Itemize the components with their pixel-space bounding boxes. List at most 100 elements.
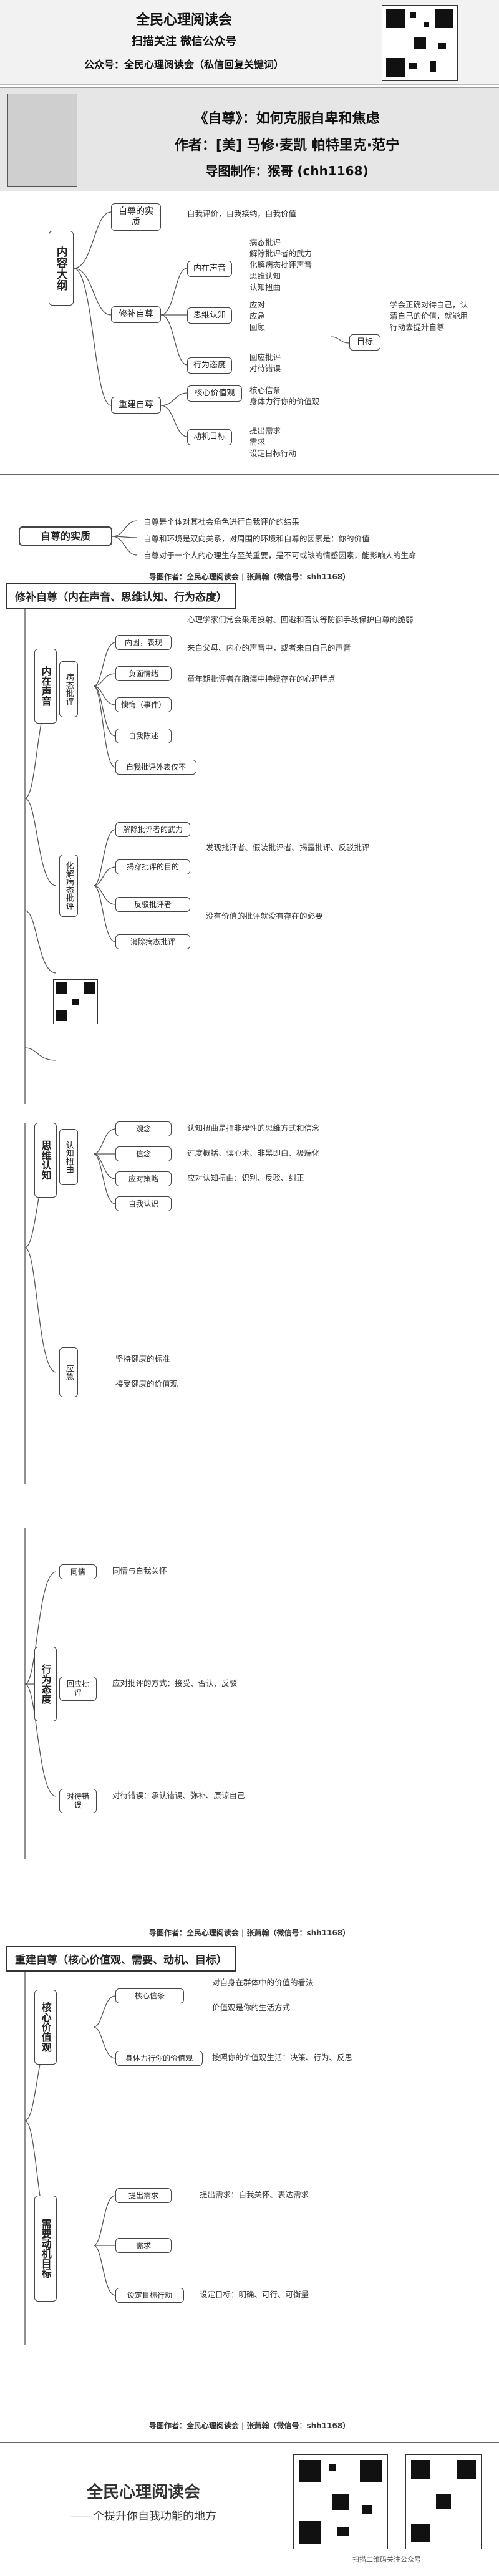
leaf-motive-1: 需求	[250, 437, 266, 447]
cog-text-5: 接受健康的价值观	[115, 1379, 178, 1388]
fix-item2-2: 反驳批评者	[115, 897, 190, 913]
behav-text-3: 对待错误：承认错误、弥补、原谅自己	[112, 1791, 245, 1800]
bottom-slogan-1: 全民心理阅读会	[86, 2483, 200, 2502]
leaf-behav-1: 对待错误	[250, 364, 281, 373]
node-core: 核心价值观	[187, 385, 242, 402]
leaf-inner-0: 病态批评	[250, 238, 281, 247]
book-authors: 作者：[美] 马修·麦凯 帕特里克·范宁	[174, 138, 400, 153]
book-cover-image	[7, 94, 77, 187]
behav-text-1: 同情与自我关怀	[112, 1566, 167, 1576]
cog-item-2: 应对策略	[115, 1171, 172, 1187]
bottom-slogan-2: ——个提升你自我功能的地方	[70, 2510, 216, 2523]
fix-col: 内在声音	[34, 649, 57, 724]
behav-text-2: 应对批评的方式：接受、否认、反驳	[112, 1678, 238, 1688]
fix-item2-1: 揭穿批评的目的	[115, 859, 190, 875]
essence-text-3: 自尊对于一个人的心理生存至关重要，是不可或缺的情感因素，能影响人的生命	[143, 551, 417, 560]
behav-sub2: 对待错误	[59, 1789, 97, 1813]
rebuild-text-2: 价值观是你的生活方式	[212, 2003, 291, 2012]
leaf-cog-1: 应急	[250, 311, 266, 321]
node-fix: 修补自尊	[111, 306, 161, 323]
divider	[0, 474, 499, 475]
fix-sub1: 病态批评	[59, 661, 78, 717]
goal-text: 学会正确对待自己，认清自己的价值，就能用行动去提升自尊	[390, 300, 468, 332]
leaf-inner-1: 解除批评者的武力	[250, 249, 312, 258]
fix-section-title: 修补自尊（内在声音、思维认知、行为态度）	[6, 583, 236, 609]
rebuild-item1-1: 身体力行你的价值观	[115, 2051, 203, 2066]
node-behav: 行为态度	[187, 357, 232, 374]
fix-text-5: 没有价值的批评就没有存在的必要	[206, 911, 323, 921]
rebuild-col1: 核心价值观	[34, 1990, 57, 2065]
rebuild-col2: 需要动机目标	[34, 2196, 57, 2302]
qr-code-icon[interactable]	[293, 2454, 388, 2549]
book-title: 《自尊》：如何克服自卑和焦虑	[194, 111, 380, 127]
divider	[0, 2442, 499, 2443]
map-root: 内容大纲	[49, 231, 74, 306]
fix-item-1: 负面情绪	[115, 666, 172, 682]
leaf-core-0: 核心信条	[250, 385, 281, 395]
node-cog: 思维认知	[187, 307, 232, 324]
rebuild-text-4: 提出需求：自我关怀、表达需求	[200, 2190, 309, 2199]
node-inner: 内在声音	[187, 261, 232, 277]
node-essence: 自尊的实质	[111, 203, 161, 231]
essence-label: 自尊的实质	[19, 526, 112, 546]
cog-sub2: 应急	[59, 1347, 78, 1397]
qr-code-icon[interactable]	[53, 979, 98, 1024]
header-subtitle: 扫描关注 微信公众号	[131, 35, 237, 48]
leaf-cog-2: 回顾	[250, 322, 266, 332]
fix-item-0: 内因，表现	[115, 635, 172, 651]
behav-sub1: 回应批评	[59, 1677, 97, 1701]
qr-code-icon[interactable]	[382, 5, 458, 81]
fix-text-4: 发现批评者、假装批评者、揭露批评、反驳批评	[206, 843, 370, 852]
leaf-motive-0: 提出需求	[250, 426, 281, 435]
leaf-motive-2: 设定目标行动	[250, 448, 297, 458]
rebuild-text-3: 按照你的价值观生活：决策、行为、反思	[212, 2053, 353, 2062]
header-title: 全民心理阅读会	[135, 12, 232, 28]
qr-code-icon[interactable]	[405, 2454, 482, 2549]
credit-line: 导图作者：全民心理阅读会 | 张萧翰（微信号：shh1168）	[148, 573, 351, 581]
node-goal: 目标	[349, 334, 380, 351]
fix-item-3: 自我陈述	[115, 729, 172, 744]
fix-item2-0: 解除批评者的武力	[115, 822, 190, 838]
fix-sub2: 化解病态批评	[59, 855, 78, 917]
book-mapper: 导图制作：猴哥 (chh1168)	[205, 163, 369, 178]
header-note: 公众号：全民心理阅读会（私信回复关键词）	[84, 59, 284, 70]
rebuild-item2-0: 提出需求	[115, 2188, 172, 2204]
cog-text-2: 过度概括、读心术、非黑即白、极端化	[187, 1148, 320, 1158]
fix-item-4: 自我批评外表仅不	[115, 760, 196, 775]
cog-item-3: 自我认识	[115, 1196, 172, 1212]
node-motive: 动机目标	[187, 429, 232, 445]
rebuild-text-5: 设定目标：明确、可行、可衡量	[200, 2290, 309, 2299]
credit-line: 导图作者：全民心理阅读会 | 张萧翰（微信号：shh1168）	[148, 2421, 351, 2430]
rebuild-item2-1: 需求	[115, 2238, 172, 2254]
cog-item-0: 观念	[115, 1121, 172, 1137]
cog-sub1: 认知扭曲	[59, 1129, 78, 1185]
leaf-inner-4: 认知扭曲	[250, 283, 281, 292]
fix-item-2: 懊悔（事件）	[115, 697, 172, 713]
cog-text-4: 坚持健康的标准	[115, 1354, 170, 1363]
rebuild-item1-0: 核心信条	[115, 1988, 184, 2004]
cog-item-1: 信念	[115, 1146, 172, 1162]
rebuild-section-title: 重建自尊（核心价值观、需要、动机、目标）	[6, 1946, 236, 1972]
leaf-essence: 自我评价，自我接纳，自我价值	[187, 209, 297, 218]
behav-item-0: 同情	[59, 1564, 97, 1580]
bottom-caption: 扫描二维码关注公众号	[352, 2555, 421, 2564]
leaf-inner-2: 化解病态批评声音	[250, 260, 312, 269]
fix-text-3: 童年期批评者在脑海中持续存在的心理特点	[187, 674, 336, 684]
leaf-cog-0: 应对	[250, 300, 266, 309]
leaf-core-1: 身体力行你的价值观	[250, 397, 320, 406]
book-band	[0, 87, 499, 191]
leaf-inner-3: 思维认知	[250, 271, 281, 281]
fix-text-1: 心理学家们常会采用投射、回避和否认等防御手段保护自尊的脆弱	[187, 615, 414, 624]
fix-item2-3: 消除病态批评	[115, 934, 190, 950]
credit-line: 导图作者：全民心理阅读会 | 张萧翰（微信号：shh1168）	[148, 1929, 351, 1937]
fix-text-2: 来自父母、内心的声音中，或者来自自己的声音	[187, 643, 351, 652]
essence-text-1: 自尊是个体对其社会角色进行自我评价的结果	[143, 517, 300, 526]
cog-text-1: 认知扭曲是指非理性的思维方式和信念	[187, 1123, 320, 1133]
rebuild-text-1: 对自身在群体中的价值的看法	[212, 1978, 314, 1987]
behav-col: 行为态度	[34, 1647, 57, 1721]
rebuild-item2-2: 设定目标行动	[115, 2288, 184, 2303]
essence-text-2: 自尊和环境是双向关系，对周围的环境和自尊的因素是：你的价值	[143, 534, 370, 543]
node-rebuild: 重建自尊	[111, 397, 161, 414]
leaf-behav-0: 回应批评	[250, 352, 281, 362]
